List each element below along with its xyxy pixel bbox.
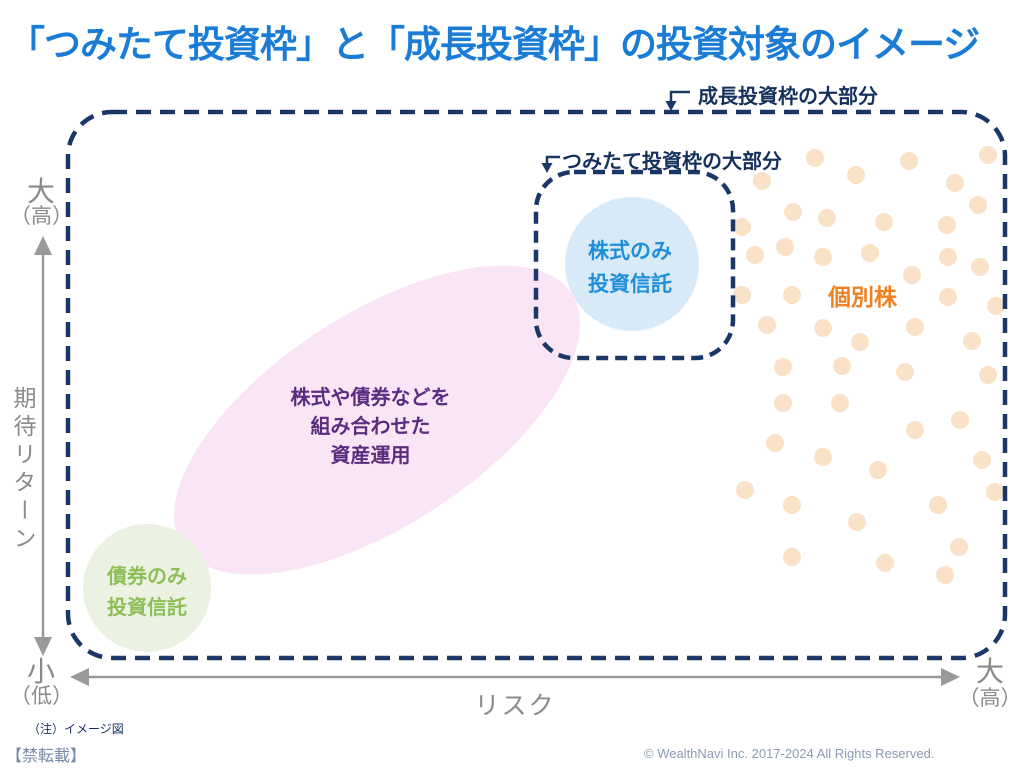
y-axis-title: 期待リターン: [10, 386, 36, 554]
stock-dot: [936, 566, 954, 584]
stock-dot: [938, 216, 956, 234]
stock-dot: [814, 448, 832, 466]
stock-dot: [736, 481, 754, 499]
stock-dot: [939, 248, 957, 266]
stock-dot: [806, 149, 824, 167]
stock-dot: [758, 316, 776, 334]
stock-dot: [833, 357, 851, 375]
stock-fund-line1: 株式のみ: [588, 240, 672, 263]
stock-dot: [783, 286, 801, 304]
stock-dot: [979, 366, 997, 384]
stock-dot: [847, 166, 865, 184]
stock-dot: [783, 496, 801, 514]
stock-dot: [869, 461, 887, 479]
growth-frame-border: [65, 109, 1008, 661]
page-title: 「つみたて投資枠」と「成長投資枠」の投資対象のイメージ: [8, 24, 980, 65]
stock-dot: [969, 196, 987, 214]
stock-dot: [818, 209, 836, 227]
stock-dot: [973, 451, 991, 469]
growth-frame-label: 成長投資枠の大部分: [698, 86, 878, 108]
stock-dot: [766, 434, 784, 452]
stock-fund-circle: [565, 197, 699, 331]
x-axis-max-label: 大: [975, 656, 1004, 687]
stock-dot: [951, 411, 969, 429]
stock-dot: [963, 332, 981, 350]
mixed-line2: 組み合わせた: [310, 416, 431, 438]
stock-dot: [979, 146, 997, 164]
stock-dot: [946, 174, 964, 192]
y-axis-max-label: 大: [26, 176, 55, 207]
x-axis-arrow: [70, 668, 960, 686]
stock-dot: [831, 394, 849, 412]
tsumitate-frame-border: [533, 169, 736, 361]
stock-dot: [987, 297, 1005, 315]
stock-dot: [776, 238, 794, 256]
stock-dot: [861, 244, 879, 262]
y-axis-max-paren: （高）: [10, 205, 73, 228]
stock-dot: [876, 554, 894, 572]
no-reproduction-label: 【禁転載】: [6, 748, 87, 765]
stock-dot: [906, 318, 924, 336]
stock-dot: [939, 288, 957, 306]
mixed-assets-ellipse: [174, 265, 580, 575]
stock-dot: [950, 538, 968, 556]
stock-fund-label: 株式のみ 投資信託: [550, 236, 710, 301]
bond-fund-label: 債券のみ 投資信託: [72, 562, 222, 624]
bond-fund-line2: 投資信託: [107, 597, 187, 619]
stock-fund-line2: 投資信託: [588, 272, 672, 296]
stock-dot: [851, 333, 869, 351]
stock-dot: [774, 394, 792, 412]
mixed-assets-label: 株式や債券などを 組み合わせた 資産運用: [248, 384, 493, 471]
stock-dot: [733, 286, 751, 304]
note-text: （注）イメージ図: [28, 722, 124, 736]
stock-dot: [896, 363, 914, 381]
stock-dot: [986, 483, 1004, 501]
stock-dot: [903, 266, 921, 284]
stock-dot: [783, 548, 801, 566]
stock-dot: [733, 218, 751, 236]
stock-dot: [814, 319, 832, 337]
y-axis-min-paren: （低）: [10, 685, 73, 708]
stock-dot: [906, 421, 924, 439]
stock-dot: [814, 248, 832, 266]
stock-dot: [848, 513, 866, 531]
stock-dot: [784, 203, 802, 221]
stock-dot: [746, 246, 764, 264]
individual-stocks-label: 個別株: [828, 284, 897, 310]
stock-dot: [875, 213, 893, 231]
bond-fund-line1: 債券のみ: [107, 566, 187, 588]
stock-dot: [774, 358, 792, 376]
mixed-line3: 資産運用: [330, 445, 411, 467]
stock-dot: [971, 258, 989, 276]
growth-pointer-arrow: [665, 90, 690, 111]
bond-fund-circle: [83, 524, 211, 652]
stock-dot: [900, 152, 918, 170]
stock-dot: [929, 496, 947, 514]
tsumitate-pointer-arrow: [541, 155, 560, 173]
copyright-text: © WealthNavi Inc. 2017-2024 All Rights R…: [644, 746, 935, 761]
x-axis-max-paren: （高）: [958, 687, 1022, 710]
x-axis-title: リスク: [474, 692, 556, 720]
y-axis-arrow: [34, 236, 52, 656]
mixed-line1: 株式や債券などを: [290, 387, 451, 409]
tsumitate-frame-label: つみたて投資枠の大部分: [562, 151, 782, 173]
y-axis-min-label: 小: [26, 656, 55, 687]
stock-dot: [753, 172, 771, 190]
stock-dots: [733, 146, 1005, 584]
